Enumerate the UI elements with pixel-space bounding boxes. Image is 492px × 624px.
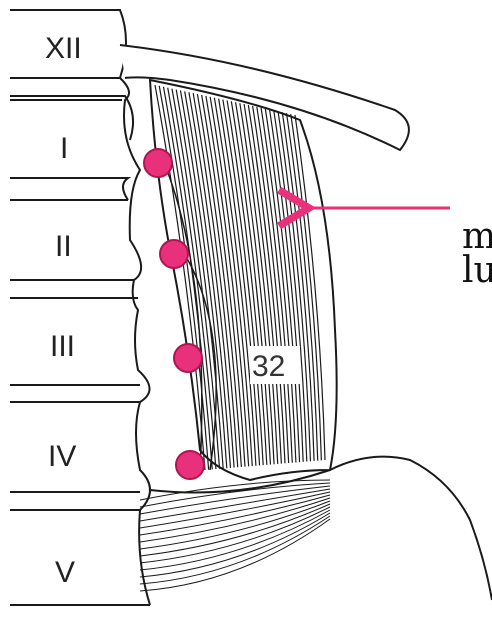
origin-marker xyxy=(174,344,202,372)
vertebra-label-xii: XII xyxy=(45,32,82,65)
vertebra-label-iii: III xyxy=(50,330,75,363)
ligament-strand-line xyxy=(140,510,330,570)
vertebra-label-ii: II xyxy=(55,230,72,263)
vertebra-label-i: I xyxy=(60,132,68,165)
muscle-fiber-line xyxy=(278,111,310,461)
iliac-crest xyxy=(150,457,492,600)
vertebral-column xyxy=(10,10,150,605)
origin-marker xyxy=(144,149,172,177)
ligament-strand-line xyxy=(140,492,330,528)
origin-marker xyxy=(176,451,204,479)
muscle-number-label: 32 xyxy=(252,350,285,383)
callout-text-line2: lu xyxy=(462,250,492,291)
vertebra-label-iv: IV xyxy=(48,440,76,473)
vertebra-label-v: V xyxy=(55,556,75,589)
muscle-fibers xyxy=(155,85,325,470)
origin-marker xyxy=(160,240,188,268)
ligament-strands xyxy=(140,480,330,591)
